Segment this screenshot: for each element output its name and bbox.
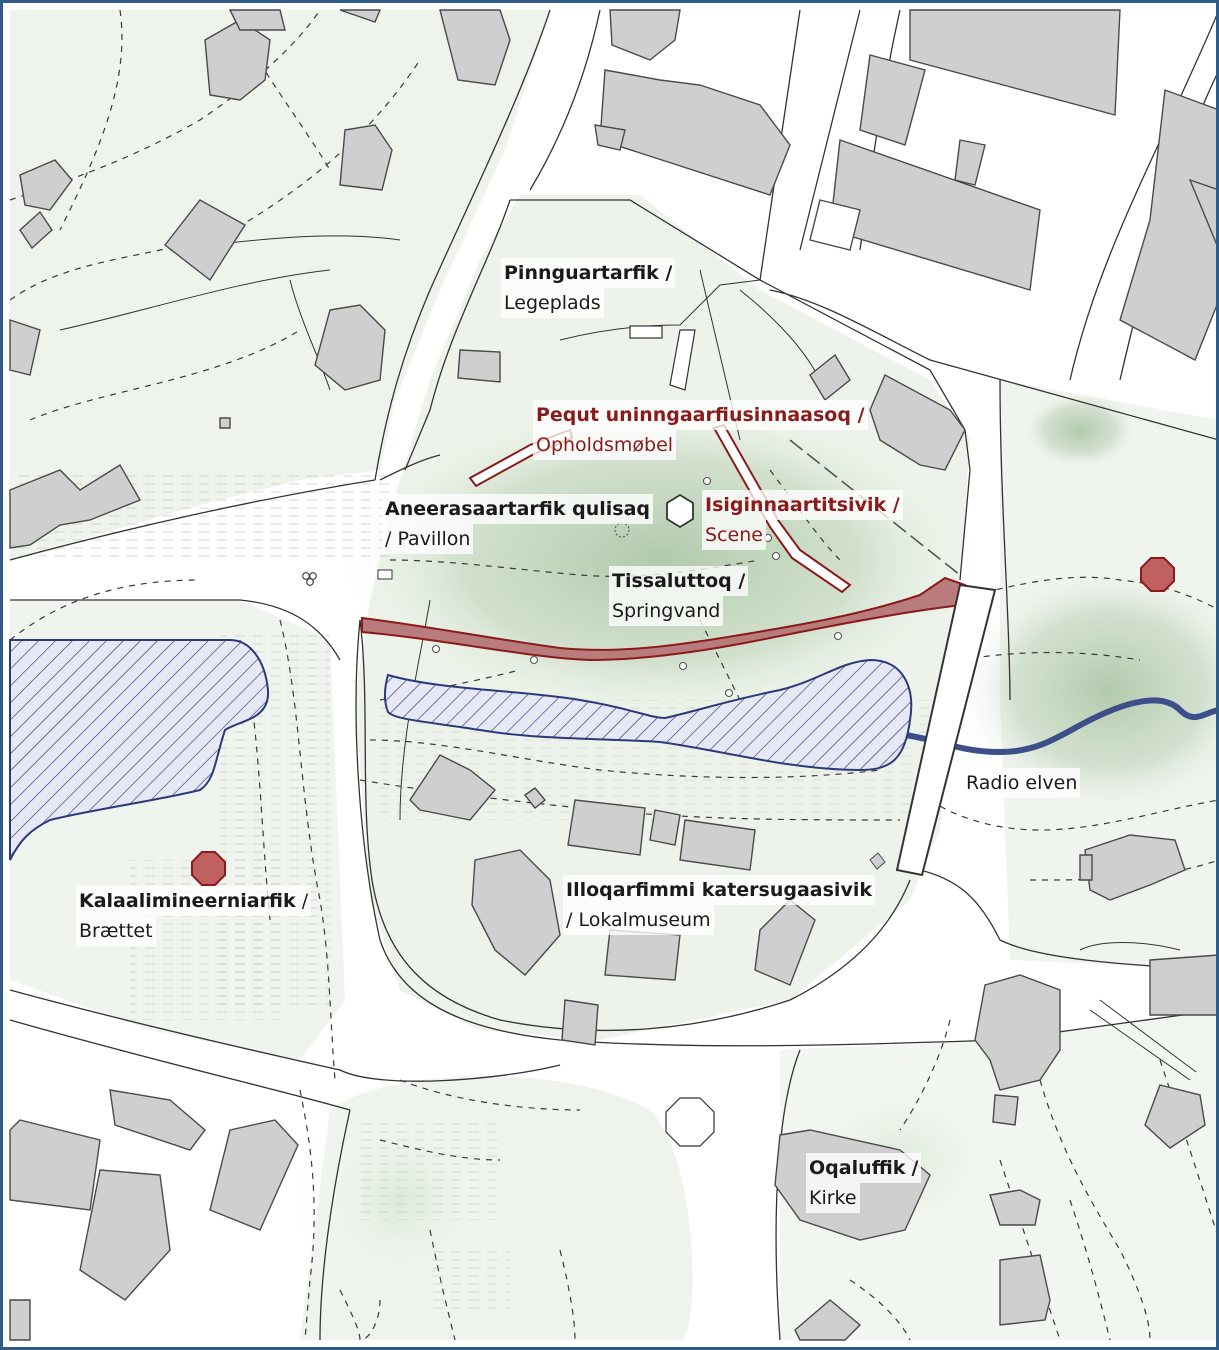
roundabout-south <box>665 1097 715 1147</box>
pond-west <box>9 639 270 861</box>
label-kirke-slash: / <box>911 1157 919 1179</box>
bridge <box>895 583 997 877</box>
label-lokalmuseum-secondary: / Lokalmuseum <box>563 905 714 935</box>
label-radio-elven: Radio elven <box>963 768 1081 798</box>
label-springvand-secondary: Springvand <box>609 596 724 626</box>
label-braettet-secondary: Brættet <box>76 916 156 946</box>
label-braettet-primary: Kalaalimineerniarfik <box>79 890 296 912</box>
label-legeplads-primary: Pinnguartarfik / <box>501 258 676 288</box>
park-lower-edge <box>359 619 911 1032</box>
stream <box>902 697 1219 756</box>
park-outline <box>379 199 971 581</box>
label-lokalmuseum: Illoqarfimmi katersugaasivik / Lokalmuse… <box>563 875 875 935</box>
label-scene-primary: Isiginnaartitsivik / <box>702 490 903 520</box>
fountain-markers <box>431 476 843 698</box>
label-braettet-slash: / <box>301 890 309 912</box>
label-pavillon-secondary: / Pavillon <box>382 524 474 554</box>
buildings <box>9 9 1219 1341</box>
hexagon-icon <box>666 493 694 529</box>
octagon-marker-icon <box>191 851 226 886</box>
label-legeplads: Pinnguartarfik / Legeplads <box>501 258 676 318</box>
label-pavillon-primary: Aneerasaartarfik qulisaq <box>382 494 654 524</box>
label-opholdsmobel: Pequt uninngaarfiusinnaasoq / Opholdsmøb… <box>533 400 868 460</box>
label-kirke: Oqaluffik / Kirke <box>806 1153 922 1213</box>
tree-icon <box>302 572 317 586</box>
pond-park <box>384 658 913 772</box>
label-opholdsmobel-secondary: Opholdsmøbel <box>533 430 677 460</box>
label-scene: Isiginnaartitsivik / Scene <box>702 490 903 550</box>
roads <box>9 9 1219 1341</box>
label-kirke-primary: Oqaluffik <box>809 1157 906 1179</box>
label-braettet: Kalaalimineerniarfik / Brættet <box>76 886 312 946</box>
label-kirke-secondary: Kirke <box>806 1183 860 1213</box>
label-pavillon: Aneerasaartarfik qulisaq / Pavillon <box>382 494 654 554</box>
park-trail <box>789 439 961 576</box>
label-lokalmuseum-primary: Illoqarfimmi katersugaasivik <box>563 875 875 905</box>
label-springvand-primary: Tissaluttoq / <box>609 566 749 596</box>
furniture-stripe-east <box>712 423 852 594</box>
label-scene-secondary: Scene <box>702 520 766 550</box>
label-legeplads-secondary: Legeplads <box>501 288 604 318</box>
label-opholdsmobel-primary: Pequt uninngaarfiusinnaasoq / <box>533 400 868 430</box>
label-springvand: Tissaluttoq / Springvand <box>609 566 749 626</box>
octagon-marker-icon <box>1140 557 1175 592</box>
